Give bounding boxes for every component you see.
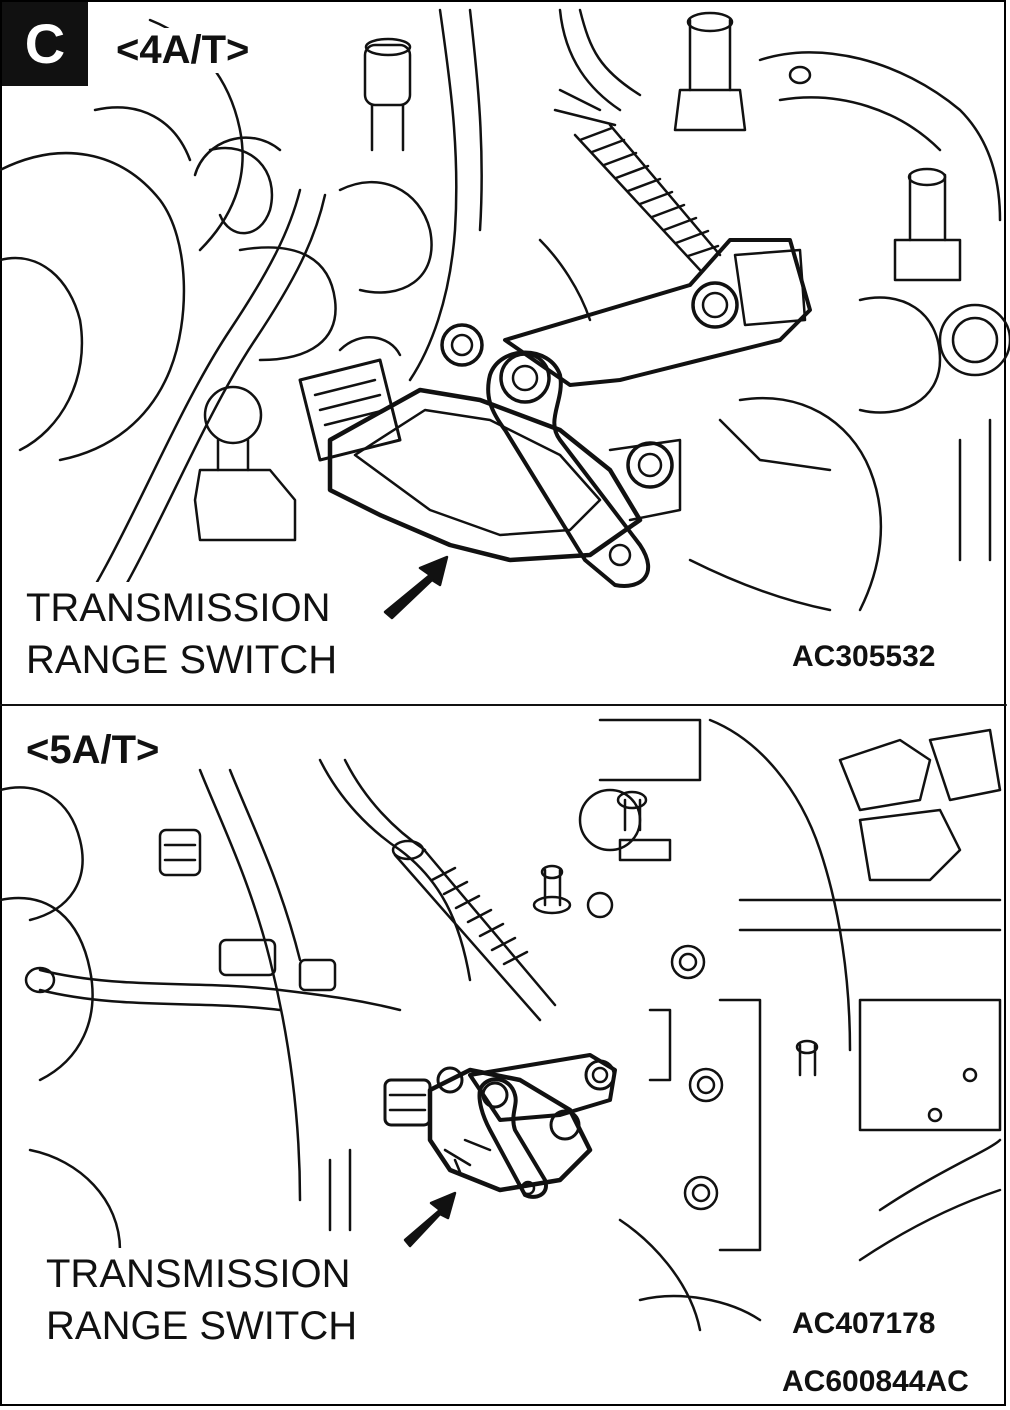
- callout-line-2: RANGE SWITCH: [46, 1304, 358, 1348]
- callout-transmission-range-switch-top: TRANSMISSION RANGE SWITCH: [22, 582, 342, 686]
- section-badge: C: [2, 2, 88, 86]
- panel-label-5at: <5A/T>: [22, 728, 164, 773]
- callout-line-1: TRANSMISSION: [46, 1252, 351, 1296]
- top-panel-drawing: [0, 8, 1010, 652]
- figure-code-top: AC305532: [790, 640, 938, 674]
- figure-id: AC600844AC: [780, 1365, 971, 1399]
- figure-code-bottom: AC407178: [790, 1307, 938, 1341]
- callout-line-1: TRANSMISSION: [26, 586, 331, 630]
- bottom-panel-drawing: [0, 718, 1002, 1342]
- panel-label-4at: <4A/T>: [112, 28, 254, 73]
- callout-transmission-range-switch-bottom: TRANSMISSION RANGE SWITCH: [42, 1248, 362, 1352]
- callout-line-2: RANGE SWITCH: [26, 638, 338, 682]
